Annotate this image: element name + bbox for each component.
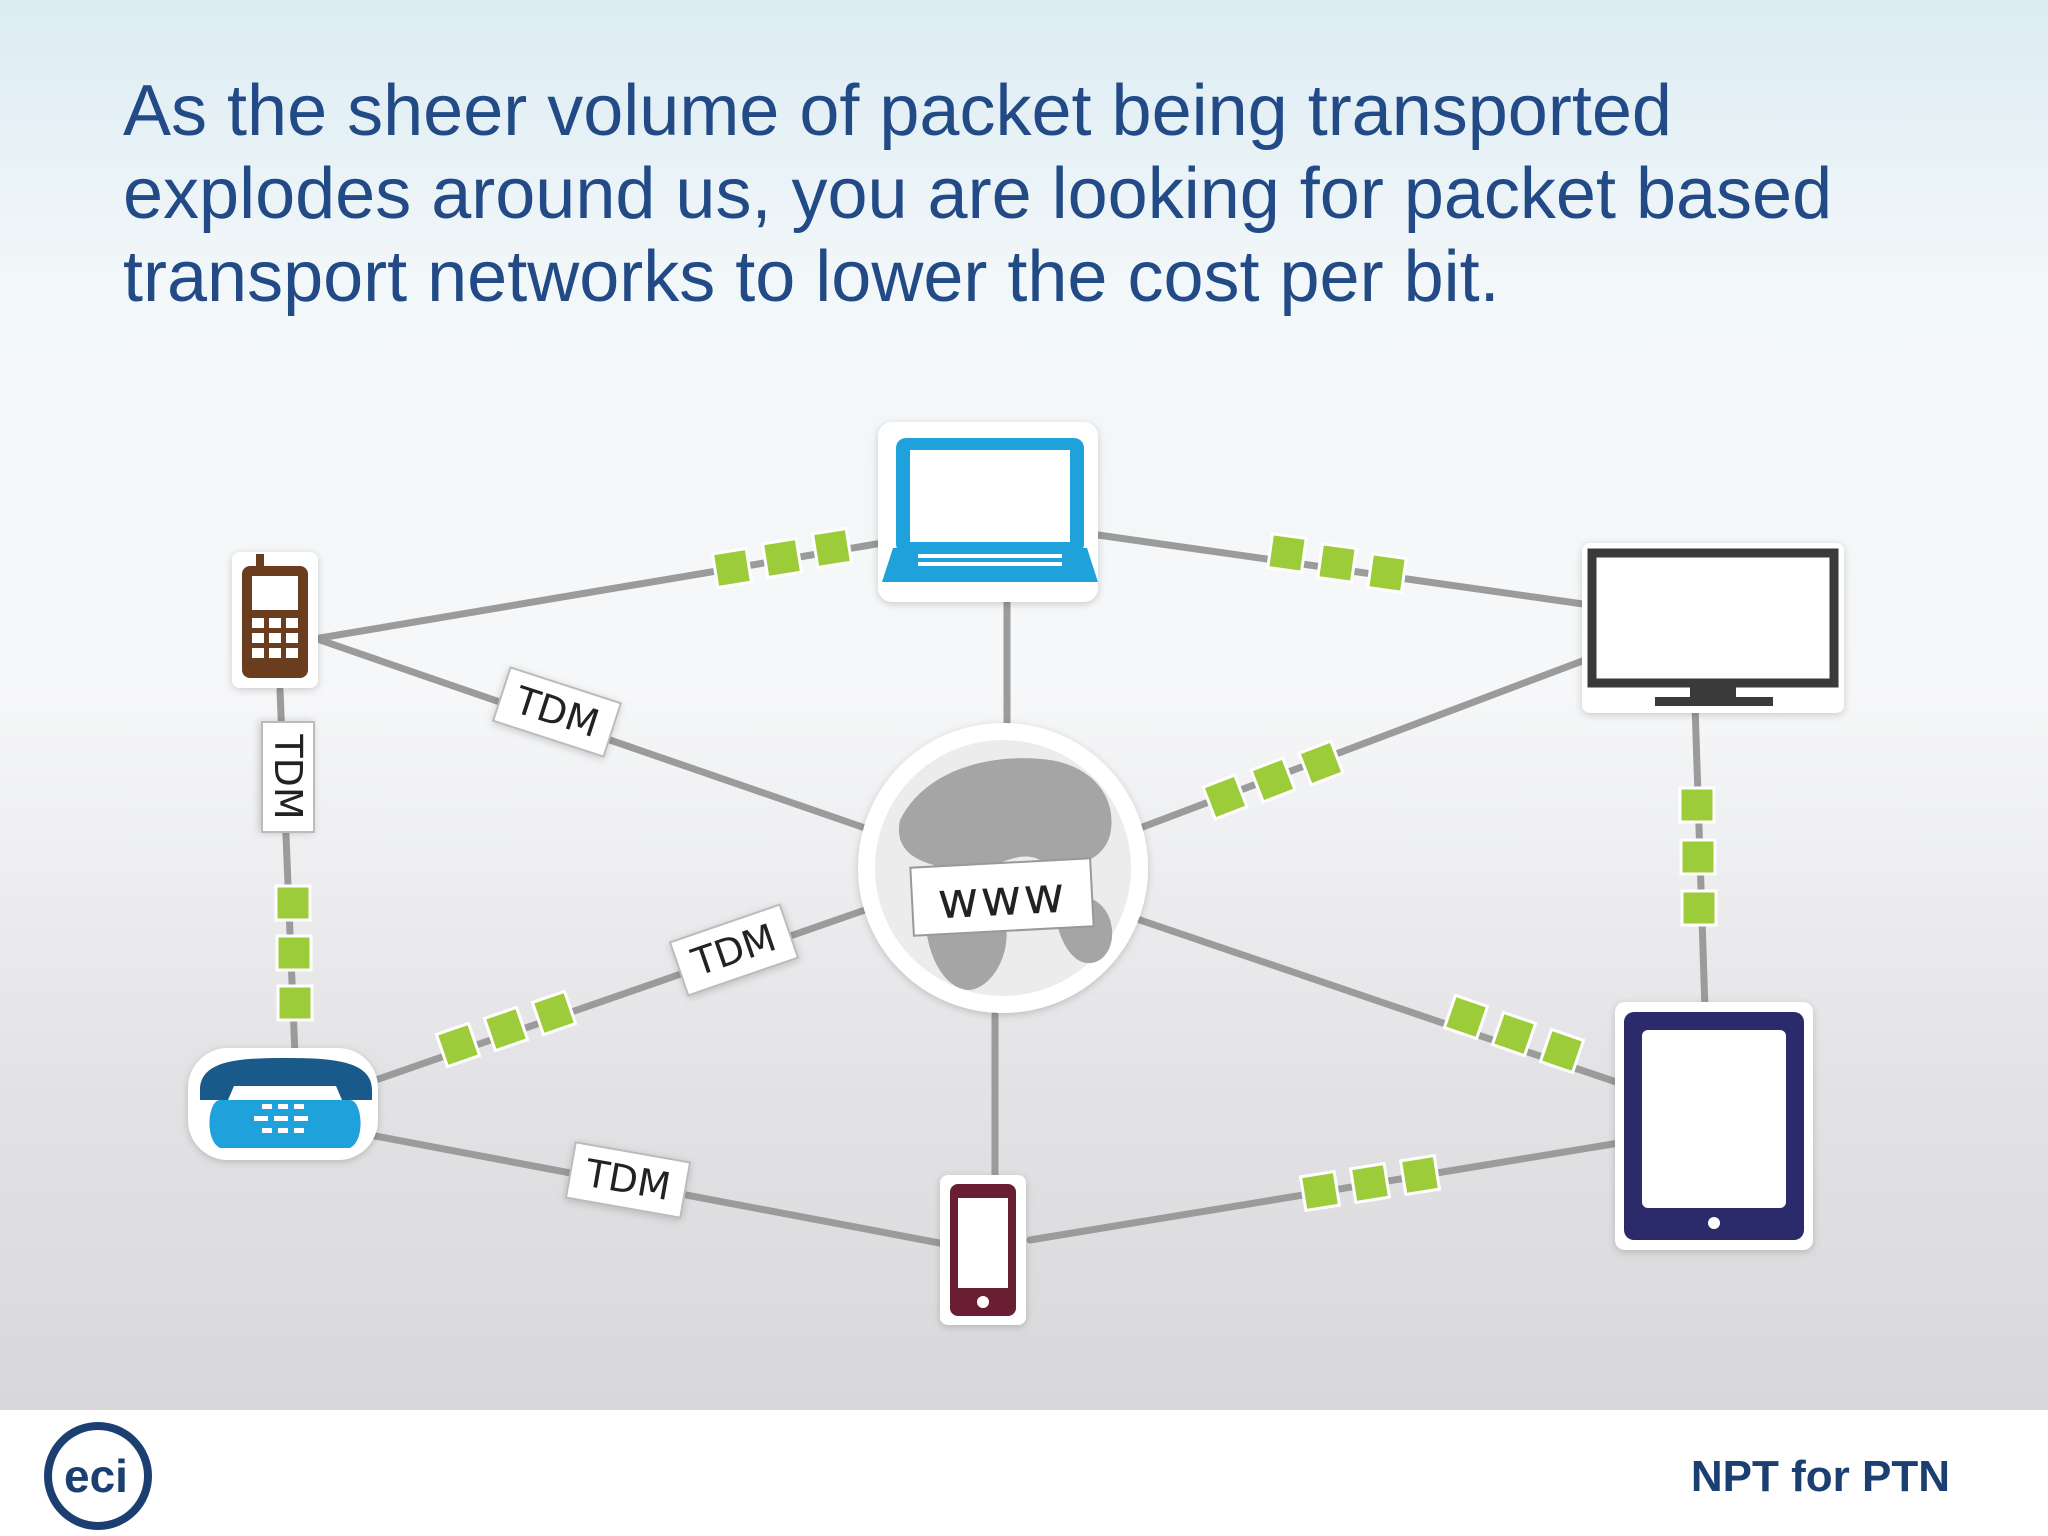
- packet-group: [1201, 739, 1345, 821]
- hub-label: www: [936, 866, 1068, 931]
- packet: [276, 984, 314, 1022]
- packet: [1297, 739, 1345, 787]
- desk-phone-icon: [188, 1048, 378, 1160]
- packet: [482, 1005, 530, 1053]
- packet-group: [274, 884, 314, 1022]
- tablet-icon: [1615, 1002, 1813, 1250]
- packet: [710, 546, 754, 590]
- packet: [1201, 773, 1249, 821]
- packet: [1366, 552, 1408, 594]
- tdm-label: TDM: [261, 721, 315, 833]
- packet: [1266, 532, 1308, 574]
- packet-group: [1442, 993, 1586, 1075]
- packet: [1249, 756, 1297, 804]
- tdm-label: TDM: [668, 903, 800, 997]
- tdm-label: TDM: [491, 666, 623, 758]
- network-links: [276, 531, 1709, 1249]
- packet: [434, 1021, 482, 1069]
- globe-icon: www: [858, 723, 1148, 1013]
- tdm-label-text: TDM: [266, 733, 310, 819]
- packet: [1442, 993, 1490, 1041]
- packet: [1298, 1169, 1342, 1213]
- packet: [1679, 838, 1717, 876]
- packet: [1490, 1010, 1538, 1058]
- packet: [1348, 1161, 1392, 1205]
- packet: [274, 884, 312, 922]
- packet: [1680, 889, 1718, 927]
- packet: [760, 536, 804, 580]
- logo-text: eci: [64, 1450, 128, 1502]
- footer-label: NPT for PTN: [1690, 1452, 1950, 1501]
- packet: [1316, 542, 1358, 584]
- packet-group: [710, 526, 854, 590]
- packet-group: [1266, 532, 1408, 594]
- link-globe-monitor: [1136, 656, 1589, 832]
- packet: [1538, 1027, 1586, 1075]
- packet: [275, 934, 313, 972]
- packet-group: [434, 989, 578, 1069]
- packet: [1678, 786, 1716, 824]
- packet: [810, 526, 854, 570]
- packet: [1398, 1153, 1442, 1197]
- slide-headline: As the sheer volume of packet being tran…: [123, 71, 1833, 317]
- packet-group: [1298, 1153, 1442, 1213]
- packet: [530, 989, 578, 1037]
- cell-phone-icon: [232, 552, 318, 688]
- monitor-icon: [1582, 543, 1844, 713]
- link-cellphone-laptop: [316, 536, 904, 642]
- tdm-label: TDM: [564, 1141, 692, 1219]
- eci-logo: eci: [44, 1422, 152, 1530]
- smartphone-icon: [940, 1175, 1026, 1325]
- packet-group: [1678, 786, 1718, 927]
- slide-footer: [0, 1410, 2048, 1536]
- laptop-icon: [878, 422, 1098, 602]
- network-diagram: TDM TDM TDM TDM www: [188, 422, 1844, 1325]
